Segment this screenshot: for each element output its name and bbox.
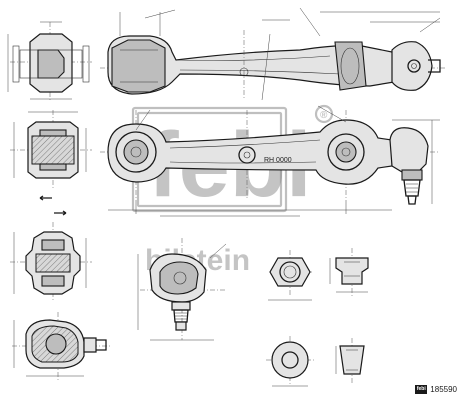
nut-detail [268,250,312,301]
febi-mini-logo-icon: febi [415,385,428,394]
registered-mark: ® [320,110,328,121]
side-marking-label: RH 0000 [264,157,292,164]
nut-side-detail [329,248,369,296]
brand-watermark: febi bilstein ® [131,104,334,277]
washer-side-detail [335,338,365,384]
bushing-section-2 [10,210,92,300]
part-number-badge: febi 185590 [415,385,457,394]
bushing-section-1 [10,110,92,201]
control-arm-top-view [100,7,445,101]
part-number: 185590 [430,385,457,394]
bushing-side-view [7,21,92,100]
control-arm-side-view: RH 0000 [100,105,440,217]
washer-top-detail [266,336,314,387]
ball-joint-detail [137,238,227,341]
ball-joint-section [12,312,112,380]
